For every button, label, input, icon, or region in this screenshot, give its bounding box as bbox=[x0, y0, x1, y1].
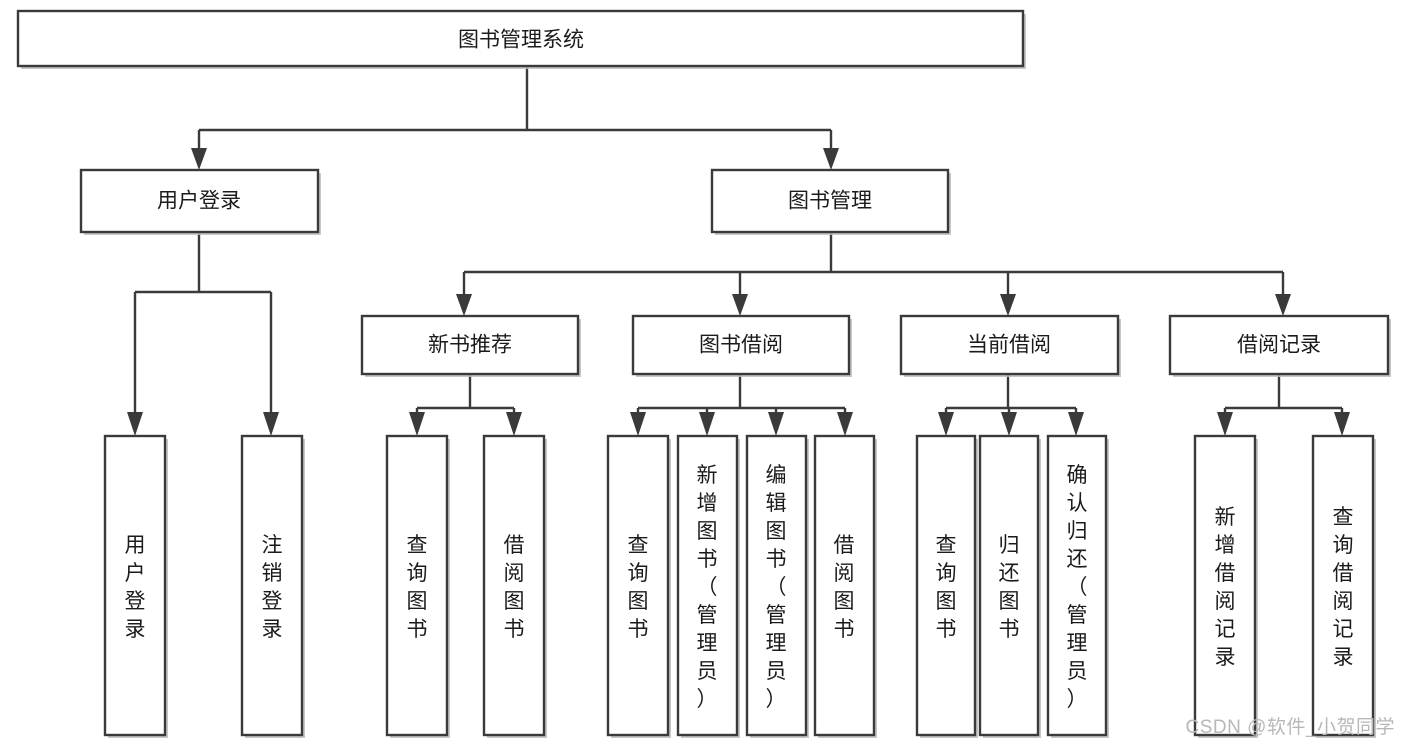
node-root-label: 图书管理系统 bbox=[458, 29, 584, 52]
node-leaf-borrow-book-2[interactable]: 借阅图书 bbox=[813, 434, 877, 738]
node-leaf-confirm-return-box bbox=[1046, 434, 1108, 737]
node-user-login[interactable]: 用户登录 bbox=[79, 168, 321, 235]
node-leaf-edit-book-box bbox=[745, 434, 808, 737]
node-leaf-add-book-label: 新增图书（管理员） bbox=[697, 464, 718, 711]
arrow-to-leaf-query-book-1 bbox=[409, 412, 425, 436]
node-new-book-recommend[interactable]: 新书推荐 bbox=[360, 314, 581, 377]
arrow-to-leaf-logout-login bbox=[263, 412, 279, 436]
node-leaf-borrow-book-2-label: 借阅图书 bbox=[834, 534, 855, 641]
node-root[interactable]: 图书管理系统 bbox=[16, 9, 1026, 69]
node-book-manage[interactable]: 图书管理 bbox=[710, 168, 951, 235]
node-leaf-borrow-book-1-label: 借阅图书 bbox=[504, 534, 525, 641]
node-leaf-query-book-1-box bbox=[385, 434, 449, 737]
arrow-to-leaf-borrow-book-1 bbox=[506, 412, 522, 436]
node-user-login-label: 用户登录 bbox=[157, 190, 241, 213]
node-leaf-borrow-book-2-box bbox=[813, 434, 876, 737]
node-leaf-user-login[interactable]: 用户登录 bbox=[103, 434, 168, 738]
node-leaf-edit-book[interactable]: 编辑图书（管理员） bbox=[745, 434, 809, 738]
node-leaf-query-record-box bbox=[1311, 434, 1375, 737]
arrow-to-book-manage bbox=[823, 148, 839, 170]
node-book-manage-label: 图书管理 bbox=[788, 190, 872, 213]
node-leaf-edit-book-label: 编辑图书（管理员） bbox=[766, 464, 787, 711]
arrow-to-leaf-user-login bbox=[127, 412, 143, 436]
node-leaf-query-book-1-label: 查询图书 bbox=[407, 534, 428, 641]
node-book-borrow-label: 图书借阅 bbox=[699, 334, 783, 357]
arrow-to-leaf-borrow-book-2 bbox=[837, 412, 853, 436]
node-leaf-user-login-label: 用户登录 bbox=[125, 534, 146, 641]
node-leaf-query-book-3[interactable]: 查询图书 bbox=[915, 434, 978, 738]
node-leaf-confirm-return-label: 确认归还（管理员） bbox=[1067, 464, 1088, 711]
node-leaf-user-login-box bbox=[103, 434, 167, 737]
arrow-to-leaf-query-book-2 bbox=[630, 412, 646, 436]
node-new-book-recommend-box bbox=[360, 314, 580, 376]
node-user-login-box bbox=[79, 168, 320, 234]
node-leaf-borrow-book-1[interactable]: 借阅图书 bbox=[482, 434, 547, 738]
arrow-to-book-borrow bbox=[732, 294, 748, 316]
arrow-to-leaf-edit-book bbox=[768, 412, 784, 436]
arrow-to-user-login bbox=[191, 148, 207, 170]
arrow-to-leaf-return-book bbox=[1001, 412, 1017, 436]
csdn-watermark: CSDN @软件_小贺同学 bbox=[1185, 717, 1395, 738]
node-leaf-query-record-label: 查询借阅记录 bbox=[1333, 506, 1354, 669]
node-leaf-logout-login-box bbox=[240, 434, 304, 737]
node-leaf-query-book-2-box bbox=[606, 434, 670, 737]
node-leaf-query-book-2-label: 查询图书 bbox=[628, 534, 649, 641]
node-leaf-confirm-return[interactable]: 确认归还（管理员） bbox=[1046, 434, 1109, 738]
node-leaf-logout-login-label: 注销登录 bbox=[262, 534, 283, 641]
node-leaf-add-book[interactable]: 新增图书（管理员） bbox=[676, 434, 740, 738]
node-leaf-return-book-box bbox=[978, 434, 1040, 737]
node-leaf-query-book-3-box bbox=[915, 434, 977, 737]
node-current-borrow[interactable]: 当前借阅 bbox=[899, 314, 1121, 377]
node-leaf-borrow-book-1-box bbox=[482, 434, 546, 737]
node-book-manage-box bbox=[710, 168, 950, 234]
arrow-to-new-book-recommend bbox=[456, 294, 472, 316]
node-leaf-query-book-1[interactable]: 查询图书 bbox=[385, 434, 450, 738]
connector-layer bbox=[127, 67, 1350, 436]
node-leaf-add-book-box bbox=[676, 434, 739, 737]
arrow-to-leaf-add-book bbox=[699, 412, 715, 436]
node-book-borrow-box bbox=[631, 314, 851, 376]
node-new-book-recommend-label: 新书推荐 bbox=[428, 334, 512, 357]
node-leaf-add-record-box bbox=[1193, 434, 1257, 737]
node-leaf-logout-login[interactable]: 注销登录 bbox=[240, 434, 305, 738]
arrow-to-leaf-query-book-3 bbox=[938, 412, 954, 436]
node-leaf-return-book-label: 归还图书 bbox=[999, 534, 1020, 641]
arrow-to-leaf-confirm-return bbox=[1068, 412, 1084, 436]
node-leaf-query-book-3-label: 查询图书 bbox=[936, 534, 957, 641]
node-leaf-query-record[interactable]: 查询借阅记录 bbox=[1311, 434, 1376, 738]
node-borrow-record-box bbox=[1168, 314, 1390, 376]
node-current-borrow-box bbox=[899, 314, 1120, 376]
node-root-box bbox=[16, 9, 1025, 68]
node-leaf-query-book-2[interactable]: 查询图书 bbox=[606, 434, 671, 738]
node-book-borrow[interactable]: 图书借阅 bbox=[631, 314, 852, 377]
node-leaf-add-record[interactable]: 新增借阅记录 bbox=[1193, 434, 1258, 738]
arrow-to-leaf-add-record bbox=[1217, 412, 1233, 436]
node-borrow-record[interactable]: 借阅记录 bbox=[1168, 314, 1391, 377]
node-leaf-add-record-label: 新增借阅记录 bbox=[1215, 506, 1236, 669]
node-borrow-record-label: 借阅记录 bbox=[1237, 334, 1321, 357]
arrow-to-leaf-query-record bbox=[1334, 412, 1350, 436]
node-leaf-return-book[interactable]: 归还图书 bbox=[978, 434, 1041, 738]
arrow-to-current-borrow bbox=[1000, 294, 1016, 316]
arrow-to-borrow-record bbox=[1275, 294, 1291, 316]
node-current-borrow-label: 当前借阅 bbox=[967, 334, 1051, 357]
